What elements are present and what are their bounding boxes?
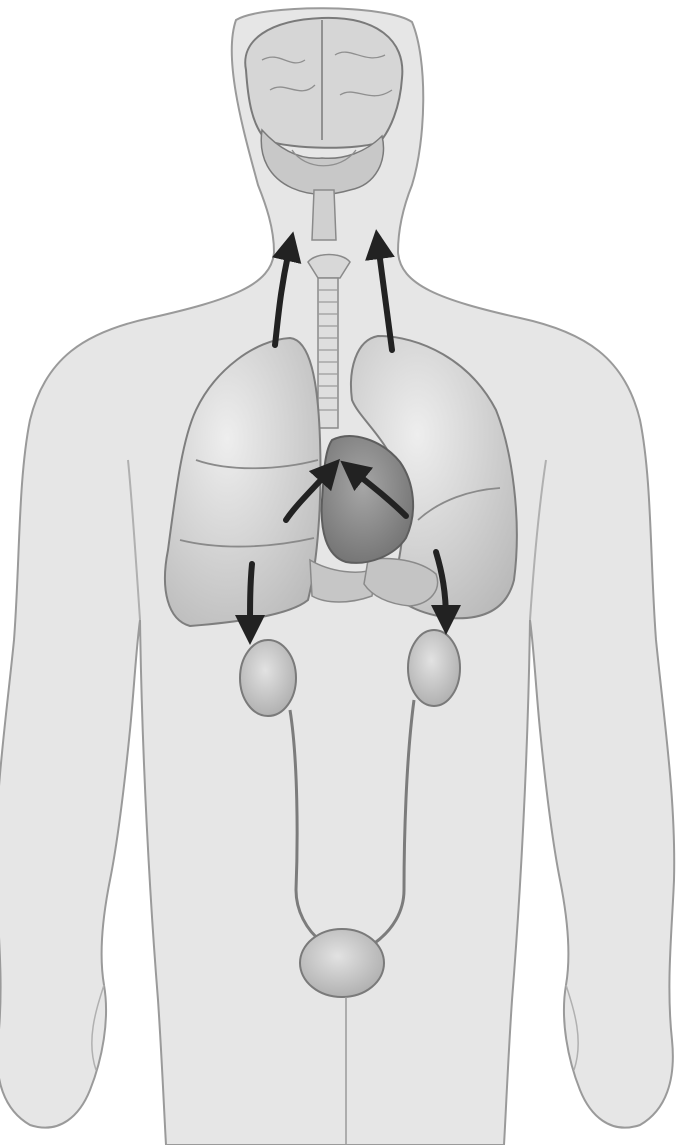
kidney-icon bbox=[240, 640, 296, 716]
brain-icon bbox=[245, 18, 402, 194]
arrow-to-kidney-left bbox=[250, 564, 252, 630]
bladder-icon bbox=[300, 929, 384, 997]
spinal-cord-icon bbox=[312, 190, 336, 240]
kidney-icon bbox=[408, 630, 460, 706]
